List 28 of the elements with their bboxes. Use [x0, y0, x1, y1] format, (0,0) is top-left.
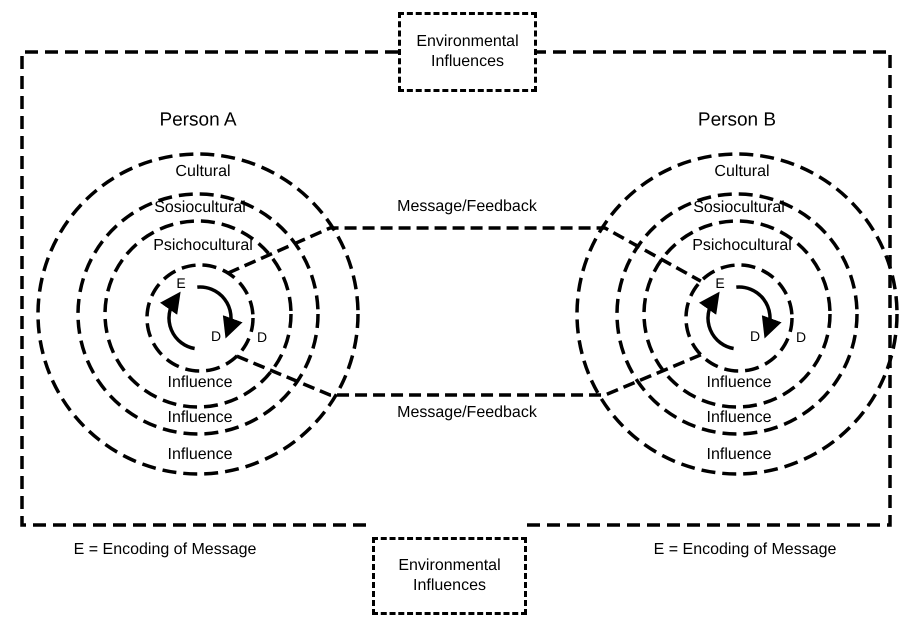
ring-label: Influence	[706, 410, 772, 426]
ring-label: Influence	[706, 375, 772, 391]
box-label: Environmental Influences	[397, 556, 502, 596]
dashed-box	[398, 12, 537, 92]
dashed-box	[372, 537, 527, 615]
person-heading: Person B	[698, 110, 776, 130]
connector-line	[236, 353, 702, 397]
ring-label: D	[796, 330, 806, 344]
ring-label: Sosiocultural	[693, 200, 785, 216]
ring-label: D	[750, 329, 760, 343]
ring-label: Influence	[706, 447, 772, 463]
ring-label: D	[210, 329, 222, 343]
ring-label: Psichocultural	[692, 238, 792, 254]
ring-label: Sosiocultural	[154, 200, 246, 216]
ring-label: Cultural	[714, 164, 770, 180]
ring-label: Cultural	[175, 164, 231, 180]
ring-label: Psichocultural	[153, 238, 253, 254]
ring-label: Influence	[168, 375, 232, 391]
box-label: Environmental Influences	[415, 32, 520, 72]
note-text: E = Encoding of Message	[654, 542, 836, 558]
ring-label: Influence	[168, 410, 232, 426]
ring-label: E	[176, 276, 186, 290]
ring-label: E	[715, 276, 725, 290]
note-text: E = Encoding of Message	[74, 542, 256, 558]
connector-line	[227, 226, 702, 283]
person-heading: Person A	[159, 110, 237, 130]
ring-label: Influence	[168, 447, 232, 463]
ring-label: D	[256, 330, 268, 344]
